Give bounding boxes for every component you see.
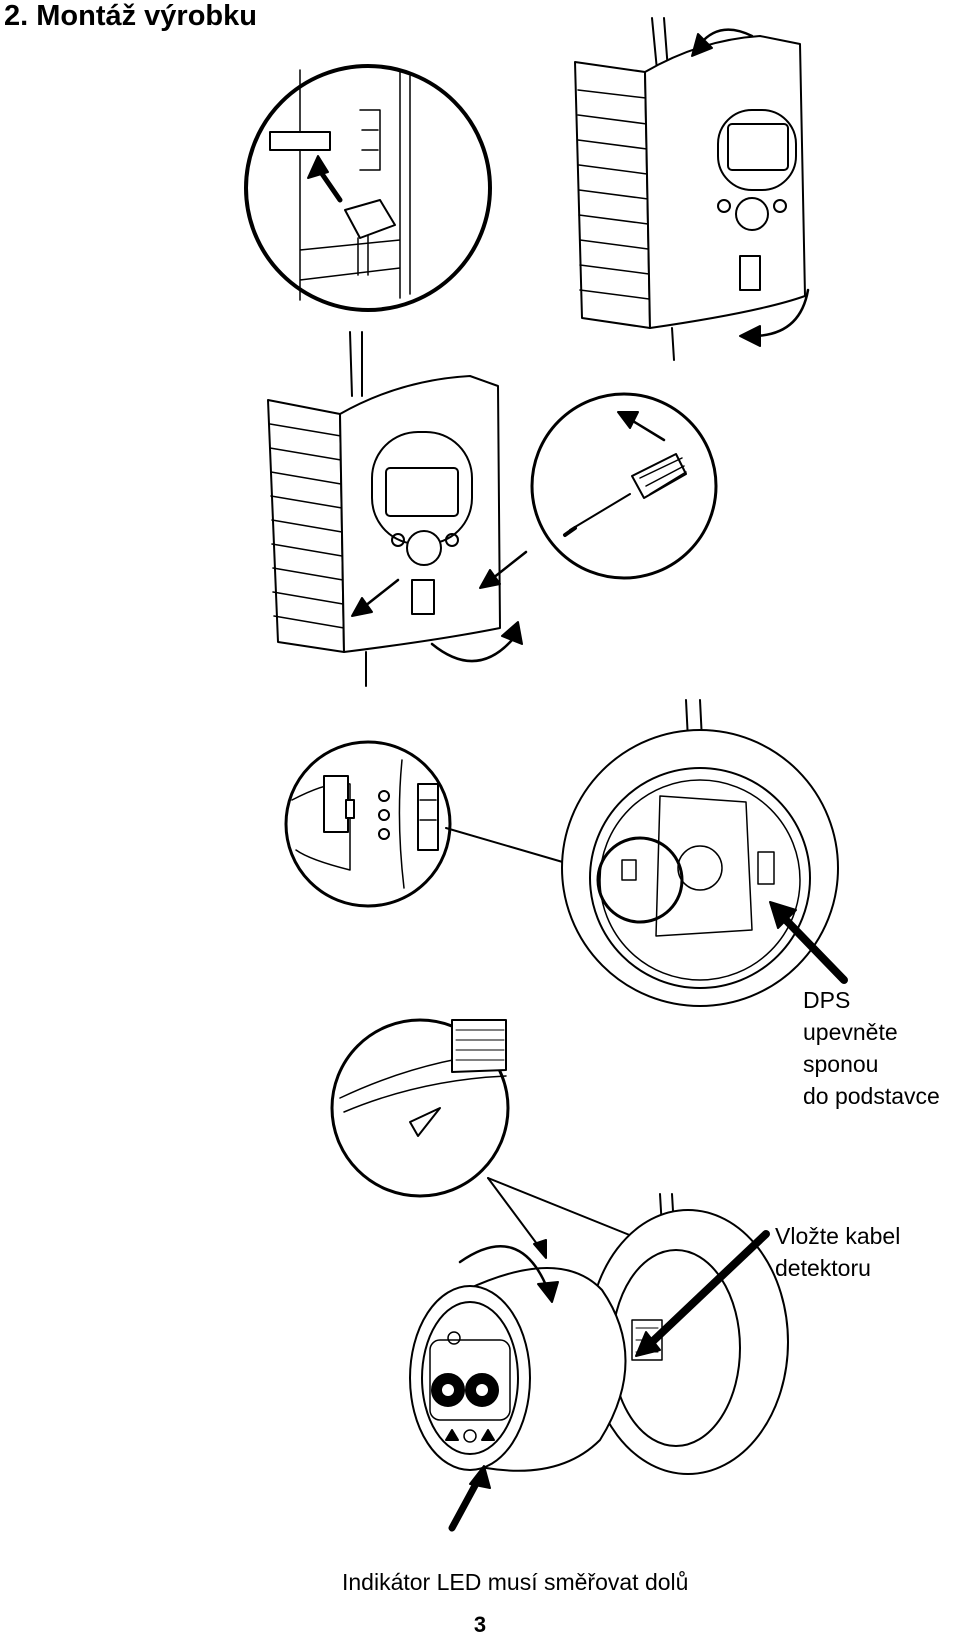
section-title: 2. Montáž výrobku [4,0,257,32]
panel-opening [574,17,810,361]
page-number: 3 [473,1612,487,1637]
detail-pcb-clip [284,740,452,908]
detail-screwdriver [530,392,718,580]
led-callout: Indikátor LED musí směřovat dolů [342,1569,689,1595]
round-base [561,699,848,1007]
detail-clip-release [244,64,492,312]
dps-callout: DPS upevněte sponou do podstavce [803,987,940,1109]
panel-closing [267,331,528,687]
detail-alignment [330,1018,510,1198]
cable-callout: Vložte kabel detektoru [775,1223,901,1281]
detector-assembly [409,1193,789,1532]
